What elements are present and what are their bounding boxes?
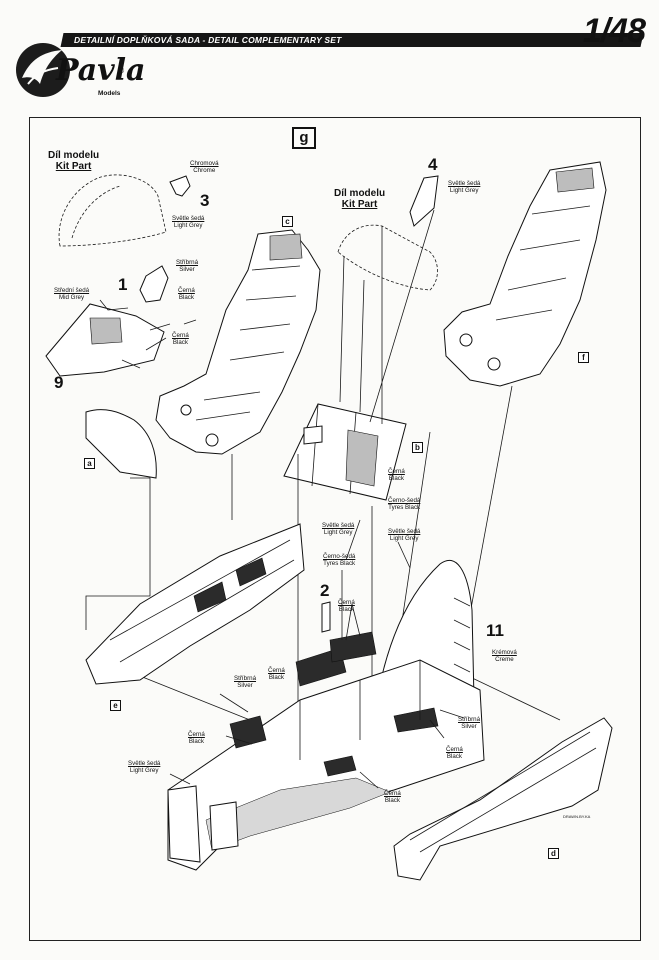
step-3: 3: [200, 191, 210, 210]
kit-part-en: Kit Part: [55, 161, 92, 172]
part-1: [139, 265, 169, 303]
tag-f: f: [578, 352, 589, 363]
part-b: [283, 403, 407, 501]
side-panel-e: [85, 523, 305, 685]
part-4: [409, 175, 439, 227]
part-3-handle: [169, 175, 191, 197]
ejection-seat-c: [155, 229, 321, 455]
drawing-credit: DRAWN.BY.KA: [563, 814, 591, 819]
step-4: 4: [428, 155, 438, 174]
tag-e: e: [110, 700, 121, 711]
scale-label: 1/48: [582, 12, 646, 50]
brand-logo: Pavla: [56, 53, 146, 88]
side-panel-d: [393, 717, 613, 881]
brand-subtitle: Models: [98, 90, 121, 97]
step-11: 11: [486, 621, 504, 640]
step-1: 1: [118, 275, 128, 294]
kit-part-cz: Díl modelu: [48, 150, 100, 161]
step-2: 2: [320, 581, 330, 600]
kit-part-canopy-center: [337, 224, 438, 291]
kit-part-cz: Díl modelu: [334, 188, 386, 199]
step-9: 9: [54, 373, 64, 392]
tag-c: c: [282, 216, 293, 227]
header-title: DETAILNÍ DOPLŇKOVÁ SADA - DETAIL COMPLEM…: [74, 35, 342, 45]
kit-part-en: Kit Part: [341, 199, 378, 210]
tag-d: d: [548, 848, 559, 859]
kit-part-canopy-left: [58, 174, 167, 247]
registered-mark: ®: [119, 68, 125, 75]
ejection-seat-f: [443, 161, 607, 387]
instruction-frame: [29, 117, 641, 941]
part-a: [85, 409, 157, 479]
section-letter: g: [292, 127, 316, 149]
cockpit-tub: [167, 631, 485, 871]
kit-part-label-left: Díl modelu Kit Part: [48, 150, 99, 172]
tag-b: b: [412, 442, 423, 453]
part-2: [321, 601, 331, 633]
tag-a: a: [84, 458, 95, 469]
kit-part-label-center: Díl modelu Kit Part: [334, 188, 385, 210]
